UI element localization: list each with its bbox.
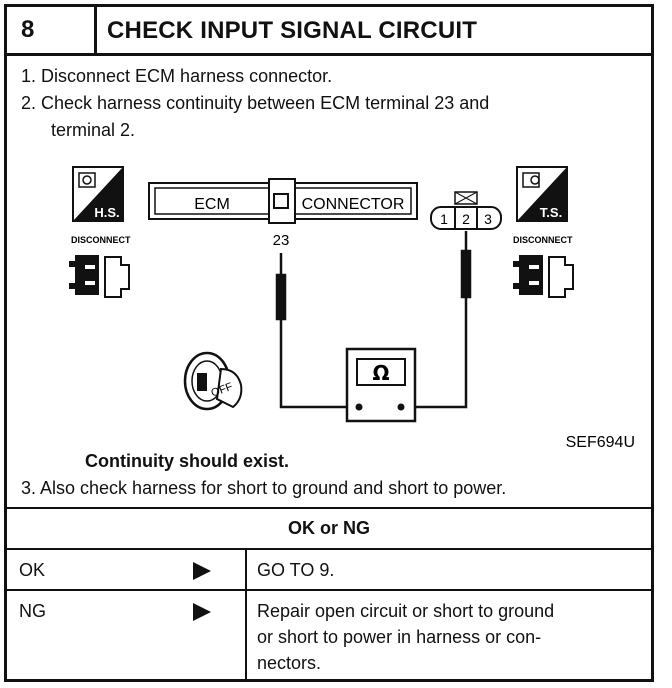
instruction-step-3: 3. Also check harness for short to groun…: [21, 478, 507, 498]
terminal-side-badge: T.S.: [516, 166, 568, 222]
result-status-ok: OK: [19, 560, 46, 580]
hs-label: H.S.: [94, 205, 119, 220]
arrow-right-icon: [193, 603, 211, 621]
diagnostic-step-panel: 8 CHECK INPUT SIGNAL CIRCUIT 1. Disconne…: [4, 4, 654, 682]
result-action-ng-line1: Repair open circuit or short to ground: [257, 601, 555, 621]
instruction-step-2-cont: terminal 2.: [51, 120, 136, 140]
instruction-step-1: 1. Disconnect ECM harness connector.: [21, 66, 333, 86]
divider: [7, 548, 651, 550]
result-action-ng-line3: nectors.: [257, 653, 322, 673]
disconnect-label-right: DISCONNECT: [513, 235, 573, 245]
step-title: CHECK INPUT SIGNAL CIRCUIT: [107, 17, 478, 44]
pin-3: 3: [484, 211, 492, 227]
terminal-connector-123: 1 2 3: [430, 191, 502, 230]
result-action-ng-line2: or short to power in harness or con-: [257, 627, 542, 647]
divider: [7, 507, 651, 509]
ecm-label: ECM: [194, 196, 230, 213]
column-divider: [245, 548, 247, 679]
instruction-step-2: 2. Check harness continuity between ECM …: [21, 93, 490, 113]
harness-side-badge: H.S.: [72, 166, 124, 222]
result-action-ok: GO TO 9.: [257, 560, 335, 580]
disconnect-connector-icon-right: [513, 255, 574, 298]
meter-probe-wires: [275, 231, 472, 409]
pin-1: 1: [440, 211, 448, 227]
ohm-symbol: Ω: [372, 361, 389, 385]
ts-label: T.S.: [540, 205, 562, 220]
connector-label: CONNECTOR: [302, 196, 405, 213]
ohmmeter-icon: Ω: [345, 347, 417, 423]
disconnect-connector-icon-left: [69, 255, 130, 298]
pin-2: 2: [462, 211, 470, 227]
step-number: 8: [7, 7, 97, 53]
figure-code: SEF694U: [566, 434, 635, 447]
ignition-key-off-icon: OFF: [183, 351, 243, 411]
ok-ng-heading: OK or NG: [287, 518, 370, 538]
terminal-23-label: 23: [273, 232, 290, 249]
continuity-note: Continuity should exist.: [85, 451, 290, 471]
disconnect-label-left: DISCONNECT: [71, 235, 131, 245]
step-header: 8 CHECK INPUT SIGNAL CIRCUIT: [7, 7, 651, 56]
continuity-check-diagram: H.S. DISCONNECT ECM CONNECTOR 23: [69, 166, 635, 447]
divider: [7, 589, 651, 591]
result-status-ng: NG: [19, 601, 46, 621]
ecm-connector-block: ECM CONNECTOR: [148, 178, 418, 224]
arrow-right-icon: [193, 562, 211, 580]
